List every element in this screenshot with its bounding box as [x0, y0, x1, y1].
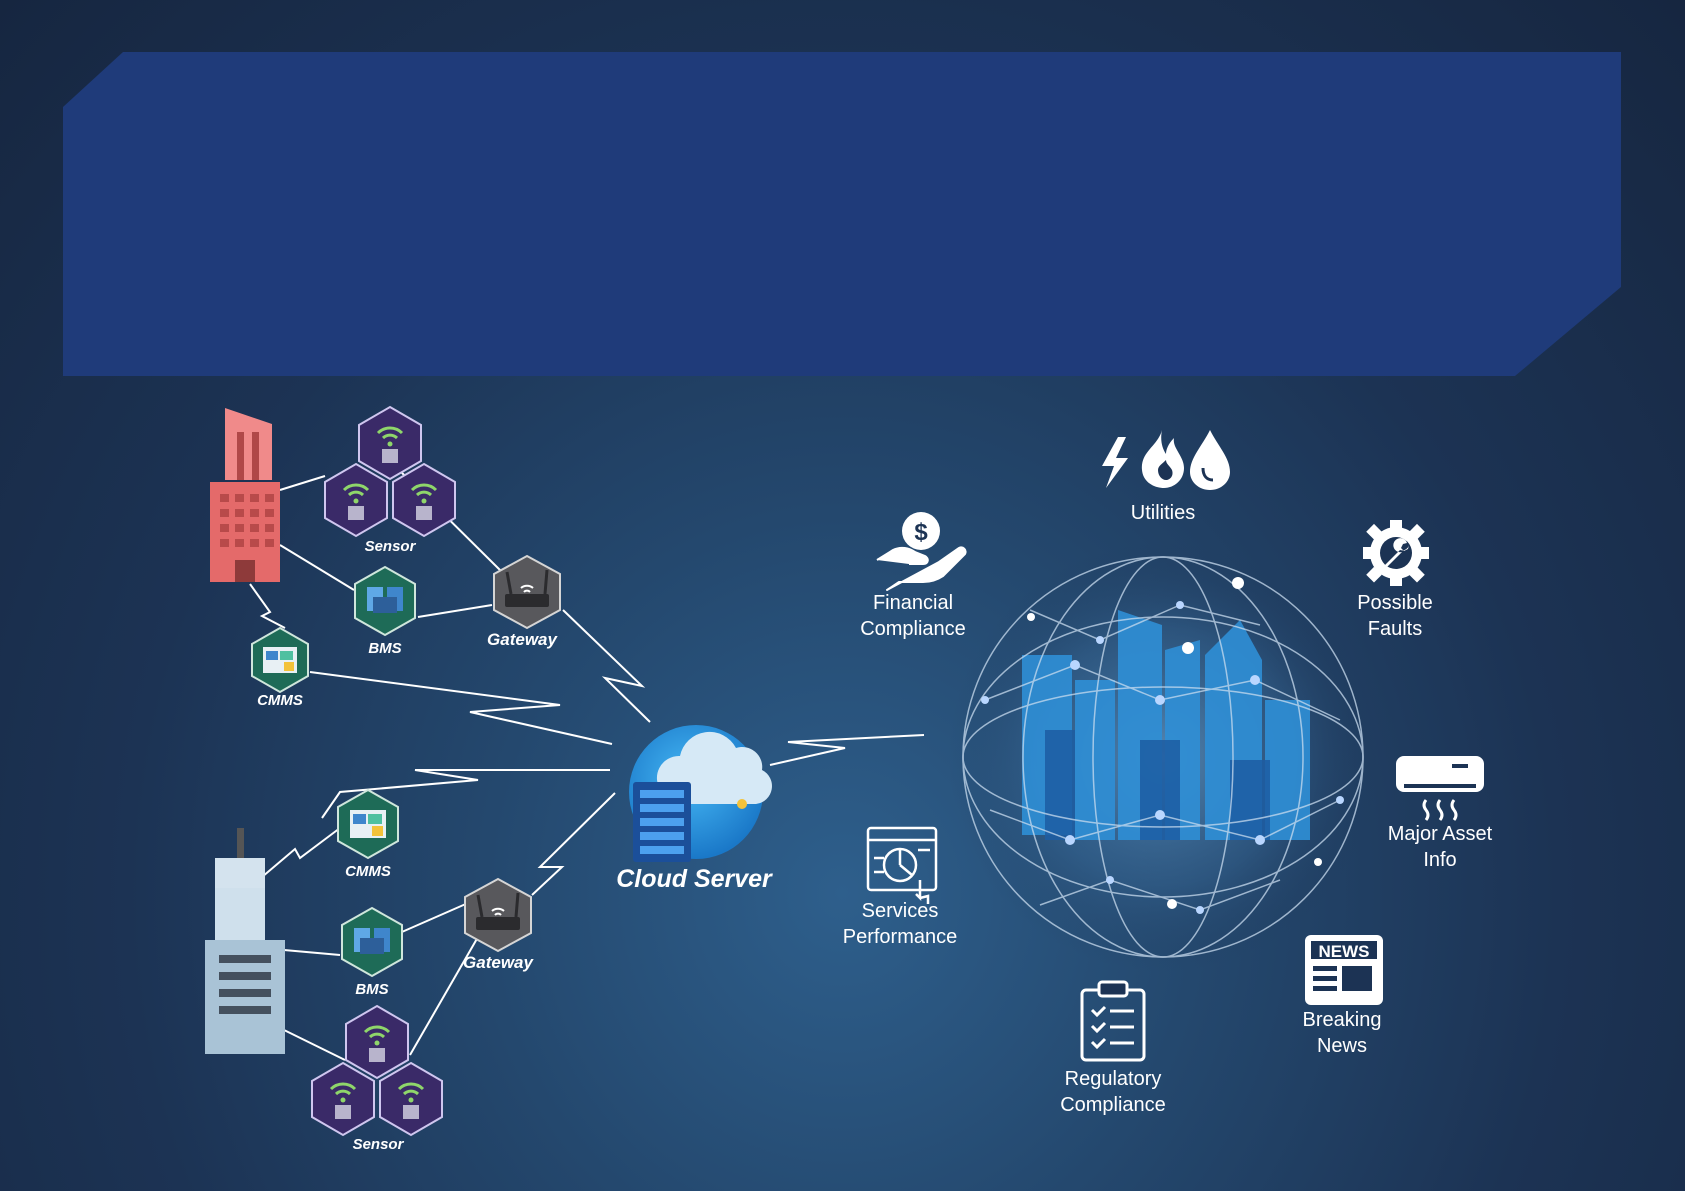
lightning-fire-water-icon: [1102, 430, 1230, 490]
connection-lines: [249, 465, 925, 1061]
router-icon: [476, 892, 520, 930]
gateway-label-bottom: Gateway: [463, 953, 534, 972]
sensor-wifi-icon: [345, 1004, 409, 1080]
sensor-wifi-icon: [392, 462, 456, 538]
router-icon: [505, 569, 549, 607]
cmms-label-top: CMMS: [257, 692, 303, 709]
bms-label-bottom: BMS: [355, 981, 388, 998]
air-conditioner-icon: [1396, 756, 1484, 821]
sensor-cluster-top: Sensor: [324, 405, 456, 555]
major-asset-info-label: Major Asset Info: [1370, 821, 1510, 873]
utilities-text: Utilities: [1130, 502, 1196, 524]
servers-icon: [354, 928, 390, 954]
services-line-2: Performance: [842, 926, 958, 948]
cmms-label-bottom: CMMS: [345, 863, 391, 880]
news-line-2: News: [1316, 1035, 1367, 1057]
financial-line-1: Financial: [872, 592, 954, 614]
sensor-cluster-bottom: Sensor: [311, 1004, 443, 1153]
breaking-news-label: Breaking News: [1282, 1007, 1402, 1059]
faults-line-1: Possible: [1357, 592, 1433, 614]
cmms-dashboard-icon: [350, 810, 386, 838]
regulatory-line-2: Compliance: [1060, 1094, 1166, 1116]
asset-line-2: Info: [1423, 849, 1457, 871]
faults-line-2: Faults: [1367, 618, 1423, 640]
servers-icon: [367, 587, 403, 613]
cloud-server-icon: [629, 725, 772, 862]
sensor-label-bottom: Sensor: [353, 1136, 405, 1153]
cloud-server-label: Cloud Server: [616, 865, 773, 893]
bms-node-top: BMS: [354, 565, 416, 657]
sensor-wifi-icon: [324, 462, 388, 538]
cloud-server-node: Cloud Server: [616, 725, 773, 893]
clipboard-checklist-icon: [1080, 980, 1146, 1062]
regulatory-compliance-label: Regulatory Compliance: [1043, 1066, 1183, 1118]
gateway-label-top: Gateway: [487, 630, 558, 649]
header-banner: [63, 52, 1621, 376]
services-line-1: Services: [861, 900, 939, 922]
cmms-node-top: CMMS: [251, 626, 309, 709]
gateway-node-top: Gateway: [487, 554, 561, 649]
regulatory-line-1: Regulatory: [1064, 1068, 1162, 1090]
utilities-label: Utilities: [1113, 500, 1213, 526]
services-performance-label: Services Performance: [830, 898, 970, 950]
gear-wrench-icon: [1363, 520, 1429, 586]
office-building-red-icon: [210, 408, 280, 582]
possible-faults-label: Possible Faults: [1335, 590, 1455, 642]
bms-node-bottom: BMS: [341, 906, 403, 998]
hand-dollar-icon: $: [876, 512, 967, 591]
bms-label-top: BMS: [368, 640, 401, 657]
news-line-1: Breaking: [1302, 1009, 1382, 1031]
sensor-wifi-icon: [379, 1061, 443, 1137]
financial-line-2: Compliance: [860, 618, 966, 640]
asset-line-1: Major Asset: [1387, 823, 1493, 845]
gateway-node-bottom: Gateway: [463, 877, 535, 972]
sensor-wifi-icon: [358, 405, 422, 481]
cmms-node-bottom: CMMS: [337, 788, 399, 880]
cmms-dashboard-icon: [263, 647, 297, 673]
sensor-label-top: Sensor: [365, 538, 417, 555]
city-globe-network-icon: [948, 542, 1378, 972]
office-building-blue-icon: [205, 828, 285, 1054]
financial-compliance-label: Financial Compliance: [843, 590, 983, 642]
news-icon-text: NEWS: [1319, 942, 1370, 961]
sensor-wifi-icon: [311, 1061, 375, 1137]
newspaper-icon: NEWS: [1305, 935, 1383, 1005]
svg-text:$: $: [914, 519, 928, 546]
dashboard-chart-icon: [866, 826, 938, 904]
